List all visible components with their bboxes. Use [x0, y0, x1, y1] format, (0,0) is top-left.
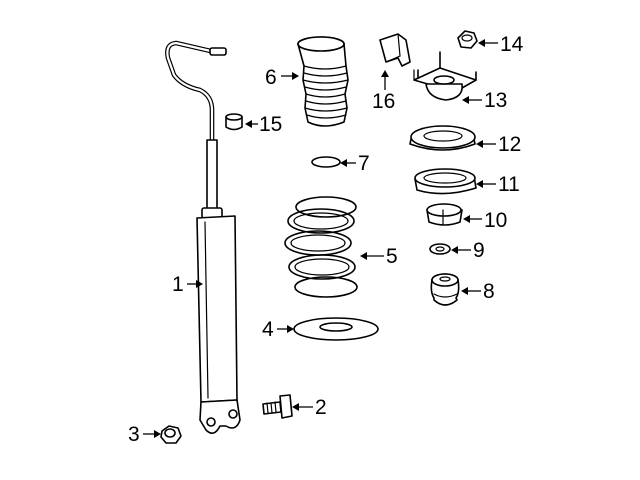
callout-1: 1	[172, 273, 203, 296]
o-ring[interactable]	[311, 156, 341, 168]
callout-7: 7	[340, 152, 370, 175]
upper-spring-insulator[interactable]	[414, 168, 477, 195]
callout-number-7: 7	[358, 152, 370, 175]
coil-spring[interactable]	[284, 196, 358, 298]
bracket[interactable]	[379, 33, 411, 67]
callout-number-4: 4	[262, 318, 274, 341]
dust-boot[interactable]	[297, 36, 349, 127]
callout-number-8: 8	[483, 280, 495, 303]
lower-mount-bolt[interactable]	[262, 394, 293, 419]
callout-8: 8	[461, 280, 495, 303]
callout-number-3: 3	[128, 423, 140, 446]
shock-absorber[interactable]	[165, 40, 241, 434]
callout-10: 10	[463, 209, 507, 232]
callout-11: 11	[476, 173, 520, 196]
callout-4: 4	[262, 318, 294, 341]
callout-3: 3	[128, 423, 161, 446]
bushing[interactable]	[426, 203, 463, 226]
callout-13: 13	[462, 89, 507, 112]
callout-number-1: 1	[172, 273, 184, 296]
callout-9: 9	[451, 239, 485, 262]
callout-number-12: 12	[498, 133, 521, 156]
callout-number-2: 2	[315, 396, 327, 419]
callout-number-15: 15	[259, 113, 282, 136]
lower-mount-nut[interactable]	[160, 425, 182, 444]
callout-number-11: 11	[498, 173, 520, 196]
callout-5: 5	[360, 245, 398, 268]
callout-number-10: 10	[484, 209, 507, 232]
callout-16: 16	[372, 70, 395, 113]
callout-number-5: 5	[386, 245, 398, 268]
callout-number-16: 16	[372, 90, 395, 113]
upper-spring-seat[interactable]	[409, 125, 476, 151]
callout-6: 6	[265, 66, 299, 89]
callout-number-13: 13	[484, 89, 507, 112]
callout-12: 12	[476, 133, 521, 156]
lower-spring-insulator[interactable]	[293, 317, 379, 341]
callout-2: 2	[292, 396, 327, 419]
callout-14: 14	[478, 33, 524, 56]
callout-number-14: 14	[500, 33, 524, 56]
callout-15: 15	[245, 113, 282, 136]
callout-number-6: 6	[265, 66, 277, 89]
washer[interactable]	[429, 243, 451, 255]
upper-mount[interactable]	[413, 51, 477, 101]
callout-number-9: 9	[473, 239, 485, 262]
bump-stop[interactable]	[430, 273, 460, 306]
cap[interactable]	[225, 113, 243, 131]
upper-mount-nut[interactable]	[457, 30, 478, 49]
